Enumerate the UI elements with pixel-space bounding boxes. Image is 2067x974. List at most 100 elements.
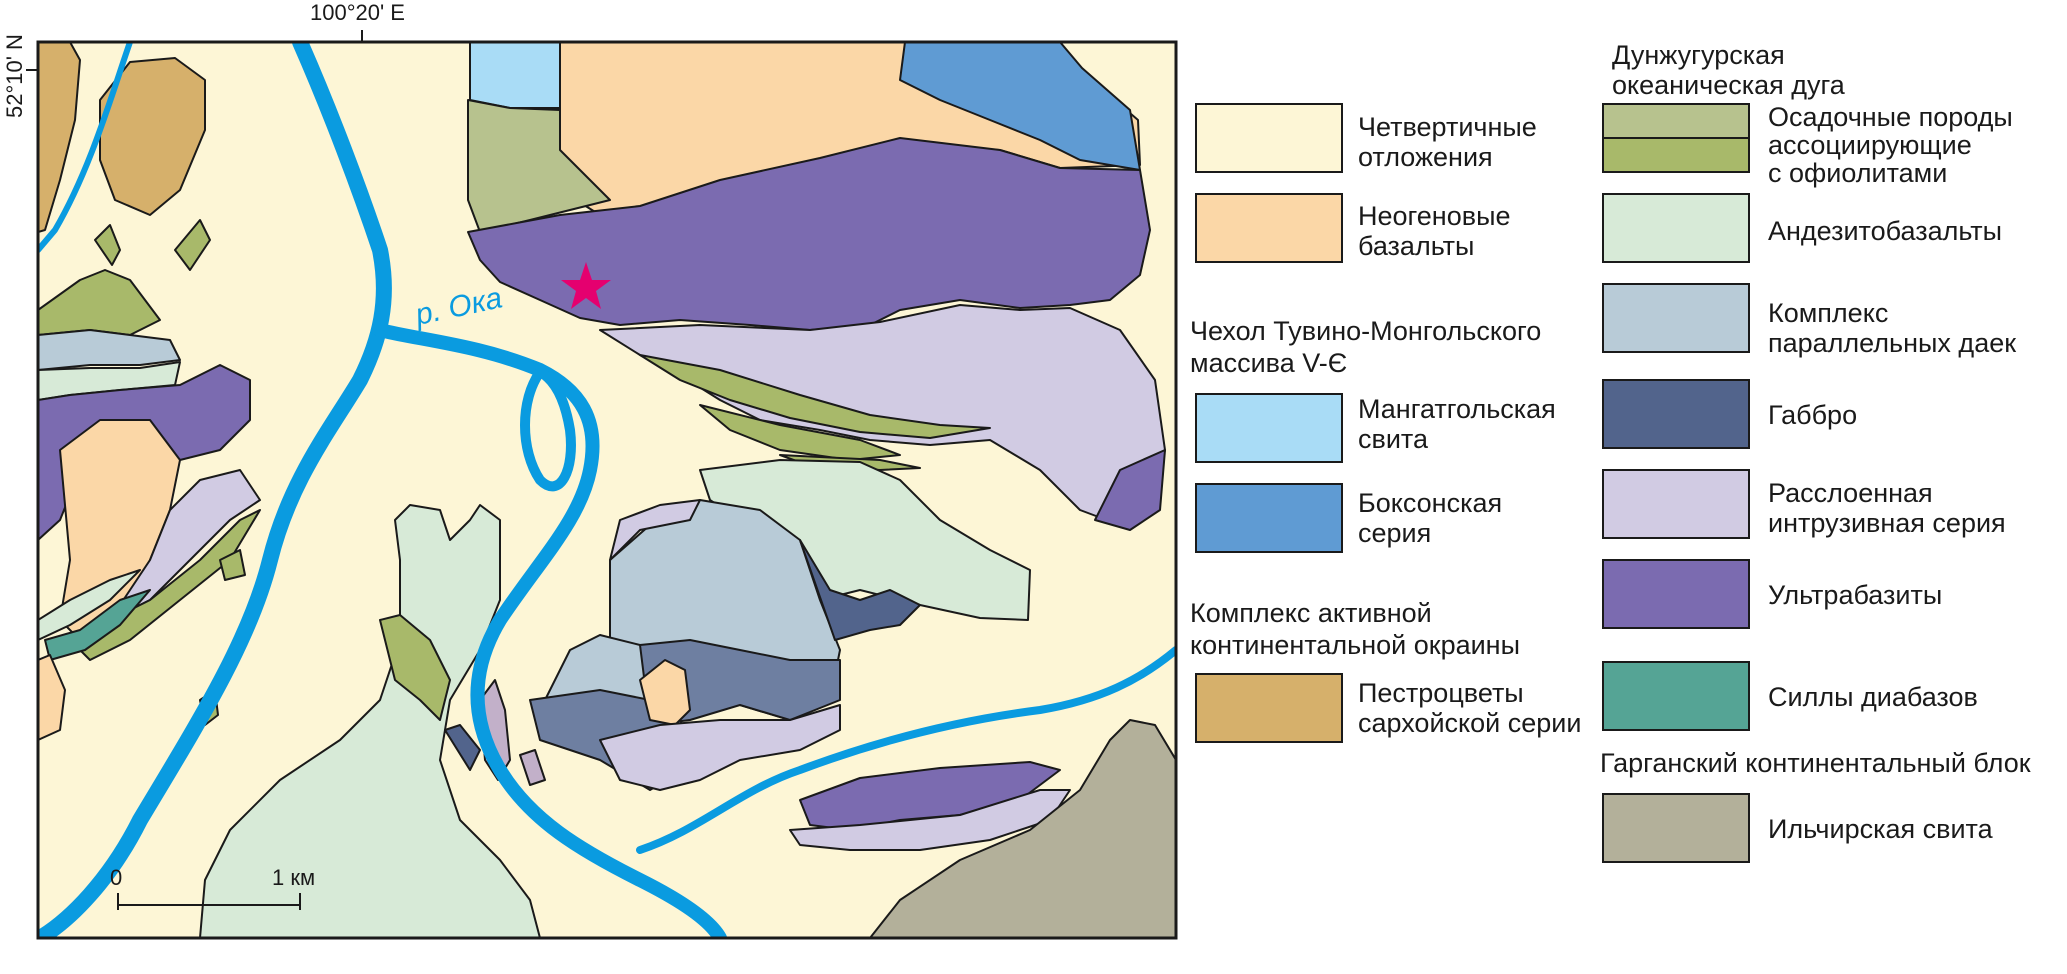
legend-label-diabase: Силлы диабазов — [1768, 682, 1978, 712]
legend-label-dikes-2: параллельных даек — [1768, 328, 2016, 358]
legend-swatch-diabase — [1602, 661, 1750, 731]
layered-w — [109, 469, 261, 621]
svg-text:свита: свита — [1358, 424, 1429, 454]
legend-label-sediment-1: Осадочные породы — [1768, 102, 2013, 132]
legend-label-layered-1: Расслоенная — [1768, 478, 1933, 508]
svg-text:Силлы диабазов: Силлы диабазов — [1768, 682, 1978, 712]
legend-label-quaternary-2: отложения — [1358, 142, 1493, 172]
svg-text:Пестроцветы: Пестроцветы — [1358, 678, 1524, 708]
ultramafic-unit-east — [1094, 449, 1166, 531]
svg-text:Ильчирская свита: Ильчирская свита — [1768, 814, 1994, 844]
svg-text:Комплекс: Комплекс — [1768, 298, 1888, 328]
legend-label-mangatgol-2: свита — [1358, 424, 1429, 454]
scale-end-label: 1 км — [272, 865, 315, 890]
sediment-lens-w1 — [94, 224, 121, 266]
svg-text:Комплекс активной: Комплекс активной — [1190, 598, 1432, 628]
svg-text:Чехол Тувино-Монгольского: Чехол Тувино-Монгольского — [1190, 316, 1541, 346]
legend-swatch-dikes — [1602, 283, 1750, 353]
legend-swatch-mangatgol — [1195, 393, 1343, 463]
legend-label-bokson-1: Боксонская — [1358, 488, 1502, 518]
svg-text:массива V-Є: массива V-Є — [1190, 348, 1347, 378]
legend-swatch-ilchir — [1602, 793, 1750, 863]
legend-swatch-gabbro — [1602, 379, 1750, 449]
legend-swatch-quaternary — [1195, 103, 1343, 173]
sediment-center — [379, 614, 451, 721]
latitude-label: 52°10' N — [2, 34, 27, 118]
svg-text:Осадочные породы: Осадочные породы — [1768, 102, 2013, 132]
legend-swatch-bokson — [1195, 483, 1343, 553]
legend-label-layered-2: интрузивная серия — [1768, 508, 2006, 538]
bokson-unit — [899, 42, 1141, 171]
andesite-w2 — [38, 569, 141, 641]
diabase-w — [44, 589, 151, 661]
legend-label-ilchir: Ильчирская свита — [1768, 814, 1994, 844]
sediment-lens-w6 — [219, 549, 246, 581]
sampling-site-star — [561, 262, 611, 309]
tributary-east — [636, 646, 1176, 854]
svg-text:Ультрабазиты: Ультрабазиты — [1768, 580, 1942, 610]
legend-column-2 — [1602, 103, 1750, 863]
svg-text:Дунжугурская: Дунжугурская — [1612, 40, 1785, 70]
longitude-label: 100°20' E — [310, 0, 405, 25]
mangatgol-unit — [469, 42, 561, 109]
layered-intrusive-upper — [609, 499, 701, 561]
river-loop — [520, 367, 576, 492]
legend-swatch-sarkhoy — [1195, 673, 1343, 743]
svg-text:океаническая дуга: океаническая дуга — [1612, 70, 1846, 100]
legend-column-1 — [1195, 103, 1343, 743]
svg-text:серия: серия — [1358, 518, 1431, 548]
svg-text:Расслоенная: Расслоенная — [1768, 478, 1933, 508]
legend-label-andesite: Андезитобазальты — [1768, 216, 2002, 246]
legend-label-mangatgol-1: Мангатгольская — [1358, 394, 1556, 424]
gabbro-center-lens — [444, 724, 481, 771]
legend-column-2-text: Дунжугурская океаническая дуга Осадочные… — [1600, 40, 2031, 844]
legend-swatch-layered — [1602, 469, 1750, 539]
legend-label-sediment-3: с офиолитами — [1768, 158, 1947, 188]
legend-column-1-text: Четвертичные отложения Неогеновые базаль… — [1190, 112, 1581, 738]
svg-text:параллельных даек: параллельных даек — [1768, 328, 2016, 358]
sediment-ophiolite-unit — [467, 99, 611, 233]
legend-label-neogene-2: базальты — [1358, 231, 1474, 261]
svg-text:Габбро: Габбро — [1768, 400, 1857, 430]
ultramafic-unit — [467, 137, 1151, 331]
svg-text:ассоциирующие: ассоциирующие — [1768, 130, 1972, 160]
sediment-lens-w2 — [174, 219, 211, 271]
legend-title-gargan: Гарганский континентальный блок — [1600, 748, 2031, 778]
legend-label-sediment-2: ассоциирующие — [1768, 130, 1972, 160]
svg-text:с офиолитами: с офиолитами — [1768, 158, 1947, 188]
scale-start-label: 0 — [110, 865, 122, 890]
legend-swatch-sediment-ophiolite-a — [1602, 103, 1750, 139]
map-border — [36, 40, 1178, 940]
svg-text:интрузивная серия: интрузивная серия — [1768, 508, 2006, 538]
layered-center-lens-2 — [519, 749, 546, 786]
legend-label-bokson-2: серия — [1358, 518, 1431, 548]
svg-text:сархойской серии: сархойской серии — [1358, 708, 1581, 738]
svg-text:континентальной окраины: континентальной окраины — [1190, 630, 1520, 660]
svg-text:отложения: отложения — [1358, 142, 1493, 172]
legend-title-arc-1: Дунжугурская — [1612, 40, 1785, 70]
sarkhoy-unit-2 — [99, 57, 206, 216]
ultramafic-w — [38, 364, 251, 541]
legend-title-cover-2: массива V-Є — [1190, 348, 1347, 378]
svg-text:базальты: базальты — [1358, 231, 1474, 261]
river-main-channel — [38, 42, 392, 938]
oka-river — [38, 42, 1176, 938]
svg-text:Гарганский континентальный бло: Гарганский континентальный блок — [1600, 748, 2031, 778]
svg-text:Четвертичные: Четвертичные — [1358, 112, 1537, 142]
svg-text:Неогеновые: Неогеновые — [1358, 201, 1511, 231]
legend-label-dikes-1: Комплекс — [1768, 298, 1888, 328]
map-panel: р. Ока 0 1 км 100°20' E 52°10' N — [2, 0, 1178, 940]
scale-bar — [117, 893, 301, 910]
legend-label-sarkhoy-2: сархойской серии — [1358, 708, 1581, 738]
legend-label-ultramafic: Ультрабазиты — [1768, 580, 1942, 610]
legend-swatch-andesite — [1602, 193, 1750, 263]
legend-label-sarkhoy-1: Пестроцветы — [1358, 678, 1524, 708]
neogene-w2 — [38, 654, 66, 741]
legend-swatch-neogene — [1195, 193, 1343, 263]
legend-title-arc-2: океаническая дуга — [1612, 70, 1846, 100]
svg-text:Боксонская: Боксонская — [1358, 488, 1502, 518]
gabbro-unit — [799, 539, 921, 641]
legend-title-acm-1: Комплекс активной — [1190, 598, 1432, 628]
ilchir-unit — [869, 719, 1176, 938]
